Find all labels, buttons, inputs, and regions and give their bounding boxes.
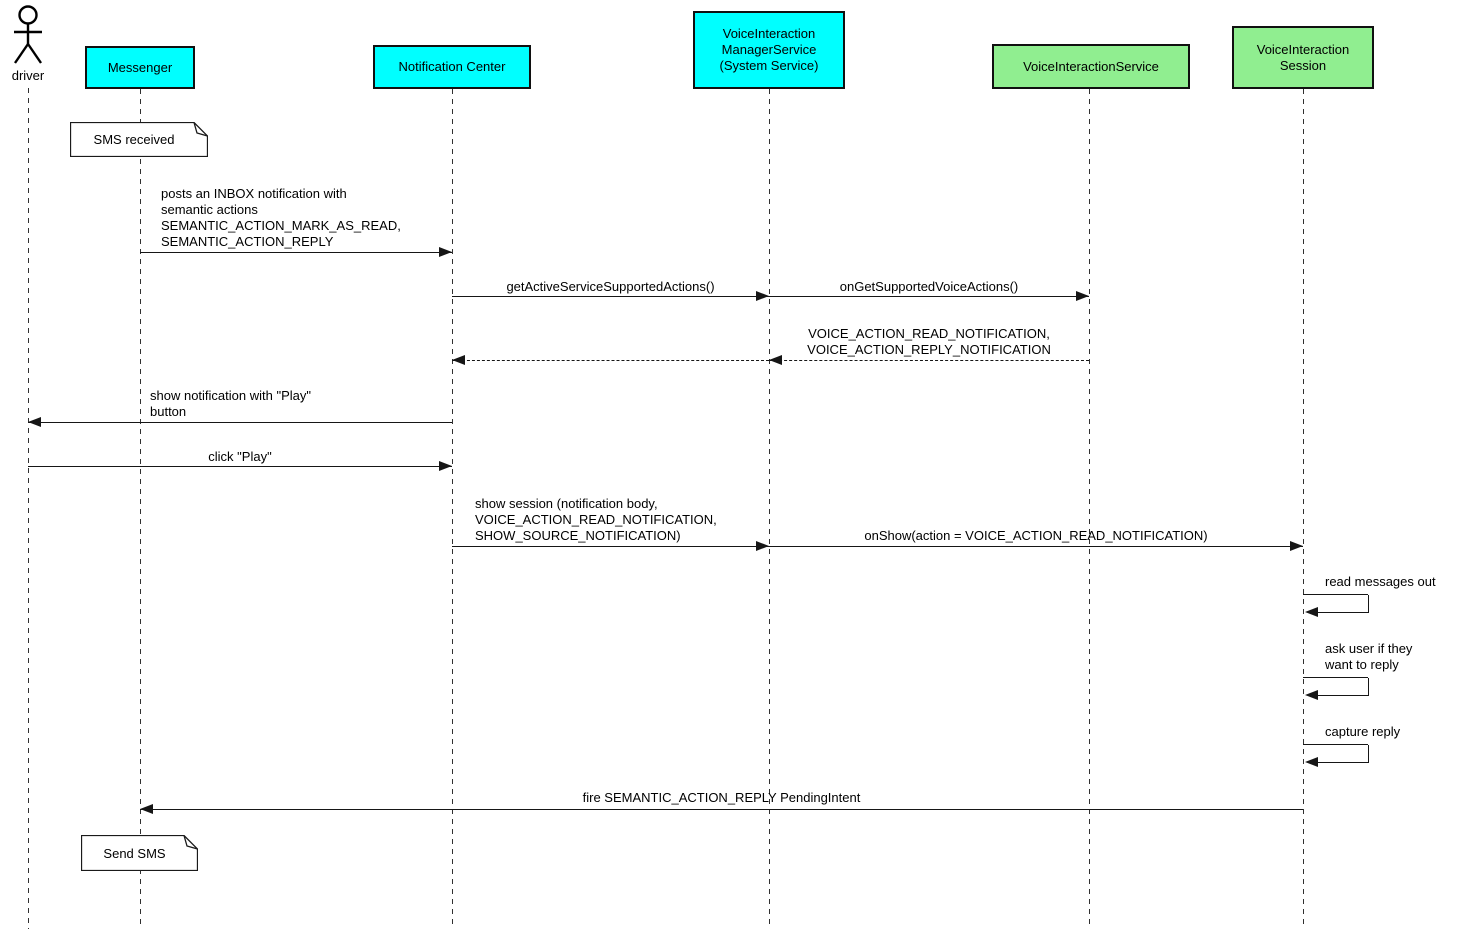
message-label: onGetSupportedVoiceActions()	[769, 279, 1089, 295]
message-arrow	[452, 296, 769, 297]
self-message-arrow	[1368, 678, 1369, 696]
arrowhead-icon	[439, 247, 452, 257]
self-message-arrow	[1303, 594, 1368, 595]
actor-icon	[6, 4, 50, 71]
message-label: fire SEMANTIC_ACTION_REPLY PendingIntent	[140, 790, 1303, 806]
arrowhead-icon	[1305, 690, 1318, 700]
message-arrow	[140, 252, 452, 253]
arrowhead-icon	[756, 541, 769, 551]
note-text: Send SMS	[103, 845, 166, 861]
note-1: Send SMS	[81, 835, 198, 871]
message-label-line: click "Play"	[208, 449, 272, 464]
participant-label-line: VoiceInteractionService	[1023, 58, 1159, 74]
message-arrow	[28, 422, 452, 423]
note-0: SMS received	[70, 122, 208, 157]
message-arrow	[140, 809, 1303, 810]
message-label-line: posts an INBOX notification with	[161, 186, 347, 201]
lifeline-messenger	[140, 89, 141, 929]
self-message-arrow	[1316, 695, 1369, 696]
message-arrow	[769, 360, 1089, 361]
participant-label-line: Session	[1279, 57, 1327, 73]
actor-label: driver	[11, 68, 45, 83]
message-arrow	[28, 466, 452, 467]
lifeline-vis	[1089, 89, 1090, 929]
arrowhead-icon	[1305, 757, 1318, 767]
message-label-line: VOICE_ACTION_READ_NOTIFICATION,	[808, 326, 1050, 341]
message-label-line: button	[150, 404, 187, 419]
self-message-arrow	[1303, 744, 1368, 745]
message-label-line: semantic actions	[161, 202, 258, 217]
message-label-line: show notification with "Play"	[150, 388, 311, 403]
lifeline-visession	[1303, 89, 1304, 929]
message-label-line: capture reply	[1325, 724, 1401, 739]
participant-label-line: Messenger	[107, 59, 173, 75]
arrowhead-icon	[756, 291, 769, 301]
participant-vis: VoiceInteractionService	[992, 44, 1190, 89]
message-arrow	[452, 360, 769, 361]
message-label: show session (notification body,VOICE_AC…	[475, 496, 717, 544]
message-label-line: fire SEMANTIC_ACTION_REPLY PendingIntent	[582, 790, 861, 805]
message-label-line: SEMANTIC_ACTION_MARK_AS_READ,	[161, 218, 401, 233]
lifeline-driver	[28, 88, 29, 929]
message-label-line: VOICE_ACTION_REPLY_NOTIFICATION	[807, 342, 1051, 357]
arrowhead-icon	[452, 355, 465, 365]
participant-label-line: VoiceInteraction	[722, 26, 816, 41]
arrowhead-icon	[1076, 291, 1089, 301]
message-label: capture reply	[1325, 724, 1400, 740]
message-label: click "Play"	[28, 449, 452, 465]
message-label-line: read messages out	[1325, 574, 1436, 589]
arrowhead-icon	[769, 355, 782, 365]
message-arrow	[769, 546, 1303, 547]
self-message-arrow	[1316, 762, 1369, 763]
participant-label-line: VoiceInteraction	[1256, 41, 1350, 57]
message-label-line: SHOW_SOURCE_NOTIFICATION)	[475, 528, 681, 543]
message-label: VOICE_ACTION_READ_NOTIFICATION,VOICE_ACT…	[769, 326, 1089, 358]
participant-label-line: Notification Center	[398, 59, 506, 74]
message-label: getActiveServiceSupportedActions()	[452, 279, 769, 295]
arrowhead-icon	[140, 804, 153, 814]
note-text: SMS received	[93, 132, 175, 147]
self-message-arrow	[1316, 612, 1369, 613]
message-label-line: ask user if they	[1325, 641, 1413, 656]
message-label-line: onGetSupportedVoiceActions()	[839, 279, 1019, 294]
arrowhead-icon	[28, 417, 41, 427]
message-arrow	[769, 296, 1089, 297]
participant-label-line: (System Service)	[719, 58, 819, 73]
participant-label-line: ManagerService	[721, 42, 817, 57]
message-label: read messages out	[1325, 574, 1436, 590]
arrowhead-icon	[1305, 607, 1318, 617]
lifeline-nc	[452, 89, 453, 929]
message-label-line: SEMANTIC_ACTION_REPLY	[161, 234, 334, 249]
arrowhead-icon	[439, 461, 452, 471]
self-message-arrow	[1368, 745, 1369, 763]
message-label-line: onShow(action = VOICE_ACTION_READ_NOTIFI…	[864, 528, 1208, 543]
participant-nc: Notification Center	[373, 45, 531, 89]
message-label: onShow(action = VOICE_ACTION_READ_NOTIFI…	[769, 528, 1303, 544]
message-label-line: want to reply	[1325, 657, 1399, 672]
self-message-arrow	[1303, 677, 1368, 678]
arrowhead-icon	[1290, 541, 1303, 551]
participant-messenger: Messenger	[85, 46, 195, 89]
lifeline-vims	[769, 89, 770, 929]
message-label: show notification with "Play"button	[150, 388, 311, 420]
message-arrow	[452, 546, 769, 547]
message-label-line: show session (notification body,	[475, 496, 658, 511]
message-label-line: getActiveServiceSupportedActions()	[506, 279, 715, 294]
self-message-arrow	[1368, 595, 1369, 613]
message-label-line: VOICE_ACTION_READ_NOTIFICATION,	[475, 512, 717, 527]
